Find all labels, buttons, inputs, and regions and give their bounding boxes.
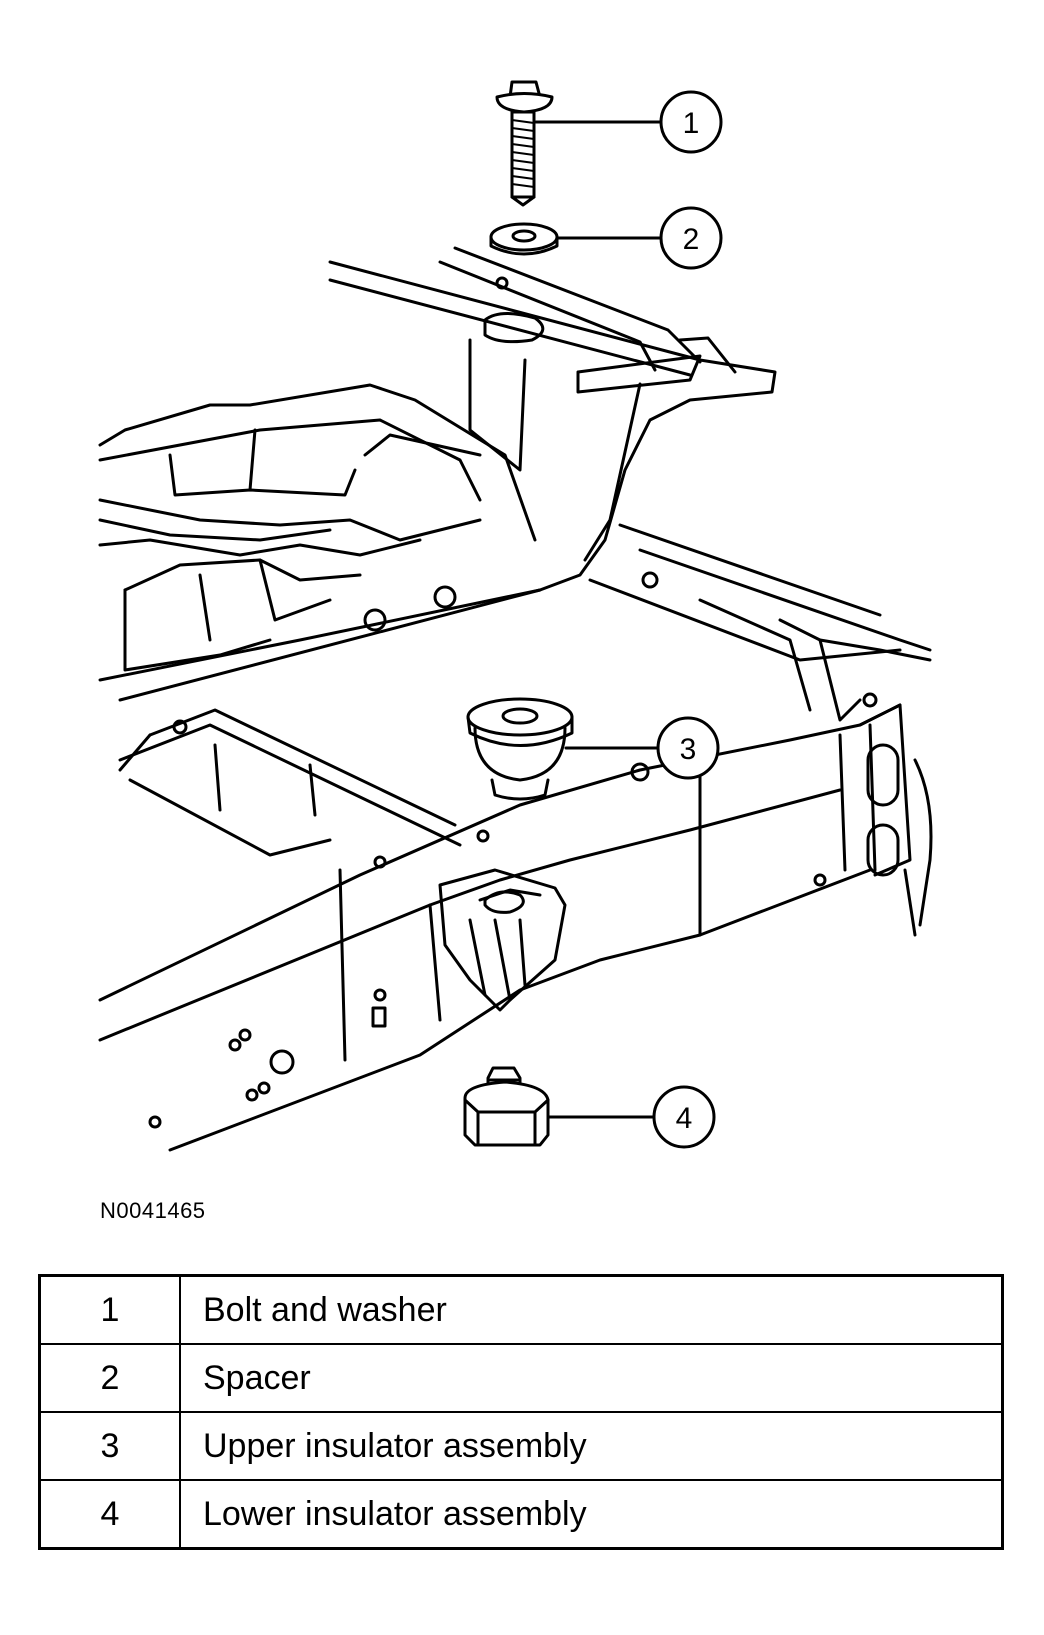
legend-description: Lower insulator assembly [179,1479,1004,1550]
callout-3-label: 3 [680,733,697,766]
legend-description: Bolt and washer [179,1274,1004,1345]
legend-number: 1 [38,1274,181,1345]
callout-4: 4 [546,1085,716,1149]
table-row: 4 Lower insulator assembly [38,1479,1004,1550]
legend-number: 4 [38,1479,181,1550]
figure-id: N0041465 [100,1198,206,1223]
bolt-and-washer-part [495,80,554,207]
callout-4-label: 4 [676,1102,693,1135]
upper-insulator-part [466,697,574,801]
spacer-part [489,222,559,256]
callout-2-label: 2 [683,223,700,256]
callout-1: 1 [534,90,723,154]
vehicle-frame-drawing [98,246,933,1152]
legend-number: 2 [38,1343,181,1413]
legend-description: Spacer [179,1343,1004,1413]
callout-2: 2 [555,206,723,270]
table-row: 3 Upper insulator assembly [38,1411,1004,1481]
callout-3: 3 [564,716,720,780]
body-mount-illustration: 1 2 3 4 [98,80,933,1152]
table-row: 2 Spacer [38,1343,1004,1413]
legend-number: 3 [38,1411,181,1481]
lower-insulator-part [463,1066,550,1147]
parts-legend-table: 1 Bolt and washer 2 Spacer 3 Upper insul… [38,1274,1004,1550]
legend-description: Upper insulator assembly [179,1411,1004,1481]
table-row: 1 Bolt and washer [38,1274,1004,1345]
callout-1-label: 1 [683,107,700,140]
